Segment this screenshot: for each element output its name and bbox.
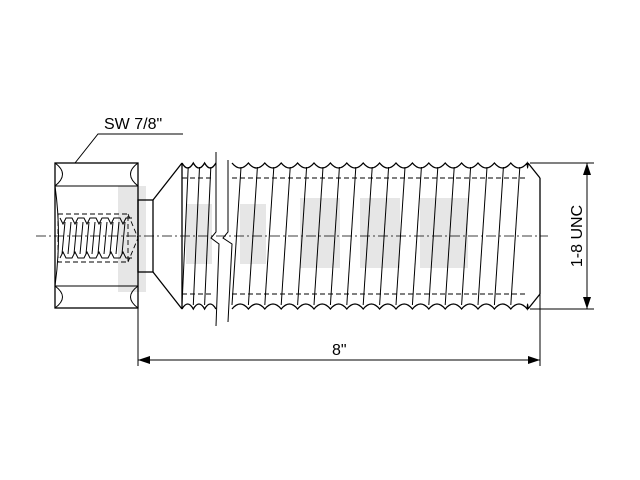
thread-right-flank (313, 166, 324, 306)
socket-thread-flank (79, 221, 84, 255)
thread-left-crest-top (181, 161, 217, 169)
socket-thread-flank (103, 221, 108, 255)
socket-thread-bottom (59, 250, 132, 259)
socket-thread-flank (121, 221, 126, 255)
thread-right-flank (461, 166, 472, 306)
thread-right-crest-top (231, 161, 529, 169)
thread-right-flank (493, 166, 504, 306)
socket-thread-flank (115, 221, 120, 255)
socket-thread-flank (61, 221, 66, 255)
thread-left-flank (192, 166, 201, 306)
socket-thread-flank (67, 221, 72, 255)
thread-right-flank (280, 166, 291, 306)
wrench-size-callout: SW 7/8" (74, 116, 183, 164)
socket-thread-flank (85, 221, 90, 255)
thread-right-flank (329, 166, 340, 306)
length-label: 8" (332, 342, 347, 359)
watermark (118, 186, 468, 292)
thread-right-flank (444, 166, 455, 306)
socket-thread-flank (97, 221, 102, 255)
thread-right-flank (510, 166, 521, 306)
socket-thread-top (59, 217, 132, 226)
thread-right-flank (264, 166, 275, 306)
thread-label: 1-8 UNC (569, 205, 586, 267)
thread-left-crest-bottom (181, 303, 217, 311)
socket-thread-flank (73, 221, 78, 255)
length-dimension: 8" (137, 294, 541, 366)
socket-thread-flank (109, 221, 114, 255)
socket-thread-flank (91, 221, 96, 255)
break-line (222, 160, 233, 323)
thread-dimension: 1-8 UNC (530, 162, 594, 310)
thread-right-crest-bottom (231, 303, 529, 311)
neck (137, 162, 183, 310)
wrench-size-label: SW 7/8" (104, 116, 162, 133)
